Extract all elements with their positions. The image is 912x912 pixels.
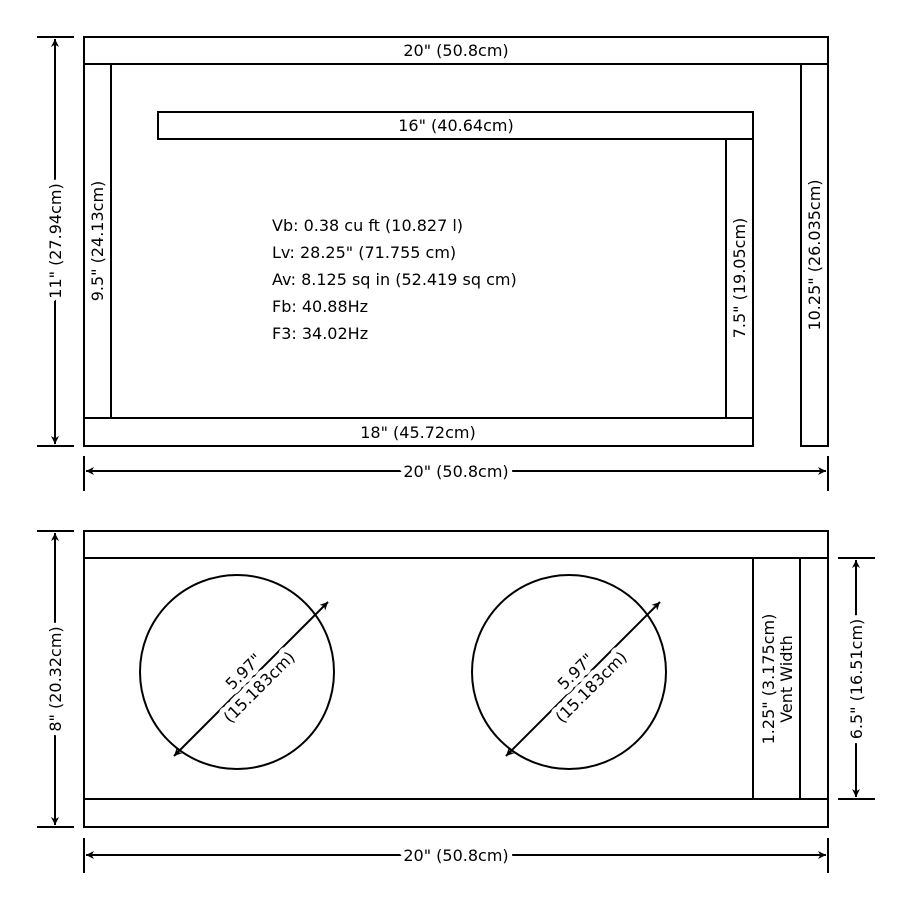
left-panel-label: 9.5" (24.13cm) bbox=[88, 181, 107, 302]
front-outline bbox=[83, 530, 829, 828]
right-panel bbox=[800, 63, 829, 447]
right-panel-label: 10.25" (26.035cm) bbox=[805, 179, 824, 330]
front-view: 1.25" (3.175cm) Vent Width 5.97" (15.183… bbox=[37, 530, 875, 873]
side-height-label: 11" (27.94cm) bbox=[46, 183, 65, 298]
bottom-panel-label: 18" (45.72cm) bbox=[360, 423, 475, 442]
side-width-dimension: 20" (50.8cm) bbox=[83, 456, 829, 491]
front-width-label: 20" (50.8cm) bbox=[403, 846, 508, 865]
inner-divider-panel bbox=[725, 138, 754, 419]
front-height-dimension: 8" (20.32cm) bbox=[37, 530, 74, 828]
side-width-label: 20" (50.8cm) bbox=[403, 462, 508, 481]
inner-divider-label: 7.5" (19.05cm) bbox=[730, 218, 749, 339]
front-height-label: 8" (20.32cm) bbox=[46, 626, 65, 731]
front-inner-height-dimension: 6.5" (16.51cm) bbox=[838, 557, 875, 800]
side-height-dimension: 11" (27.94cm) bbox=[37, 36, 74, 447]
baffle-label: 16" (40.64cm) bbox=[398, 116, 513, 135]
vent-width-label: 1.25" (3.175cm) bbox=[759, 614, 778, 745]
front-width-dimension: 20" (50.8cm) bbox=[83, 838, 829, 873]
spec-av: Av: 8.125 sq in (52.419 sq cm) bbox=[272, 270, 517, 289]
spec-lv: Lv: 28.25" (71.755 cm) bbox=[272, 243, 456, 262]
spec-fb: Fb: 40.88Hz bbox=[272, 297, 368, 316]
baffle-panel bbox=[157, 111, 754, 140]
vent-width-caption: Vent Width bbox=[777, 635, 796, 723]
bottom-panel bbox=[83, 417, 754, 447]
spec-f3: F3: 34.02Hz bbox=[272, 324, 368, 343]
top-panel bbox=[83, 36, 829, 65]
specs-block: Vb: 0.38 cu ft (10.827 l) Lv: 28.25" (71… bbox=[272, 216, 517, 343]
side-view: 20" (50.8cm) 16" (40.64cm) 18" (45.72cm)… bbox=[37, 36, 829, 491]
spec-vb: Vb: 0.38 cu ft (10.827 l) bbox=[272, 216, 463, 235]
top-panel-label: 20" (50.8cm) bbox=[403, 41, 508, 60]
front-inner-height-label: 6.5" (16.51cm) bbox=[847, 619, 866, 740]
